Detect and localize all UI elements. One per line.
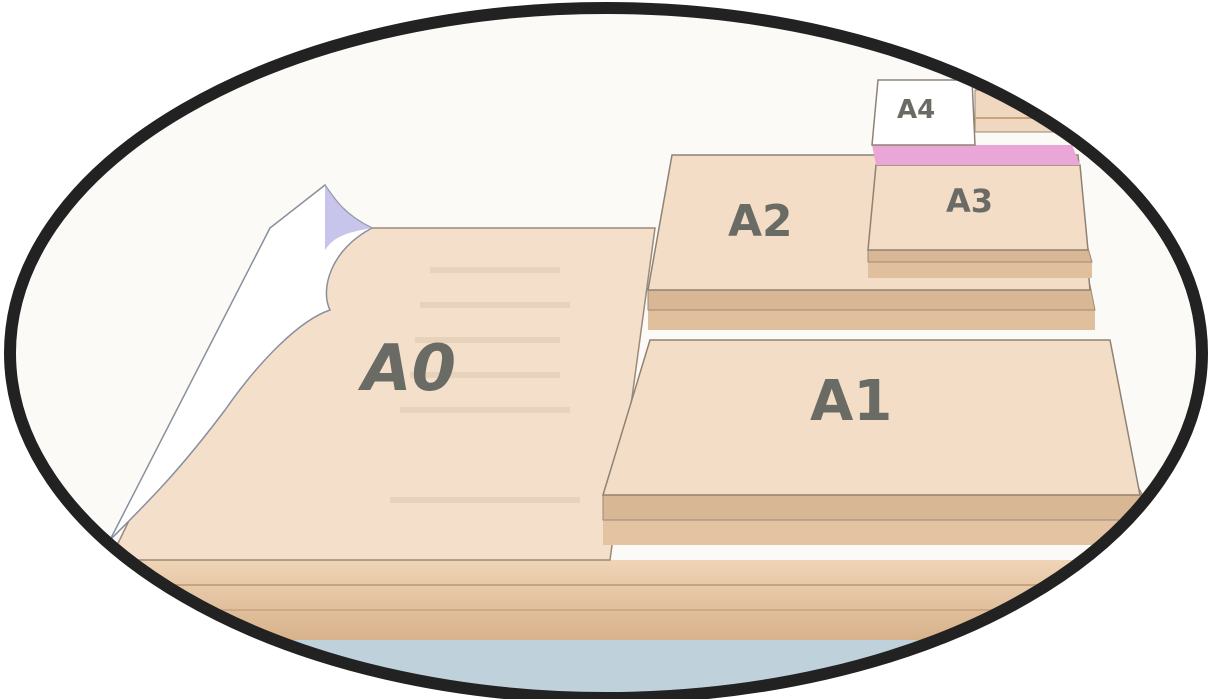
label-a0: A0: [357, 332, 456, 406]
label-a3: A3: [946, 182, 993, 220]
label-a2: A2: [728, 196, 793, 247]
label-a1: A1: [810, 369, 892, 434]
label-a4: A4: [897, 95, 935, 125]
stack-base: [60, 560, 1210, 699]
